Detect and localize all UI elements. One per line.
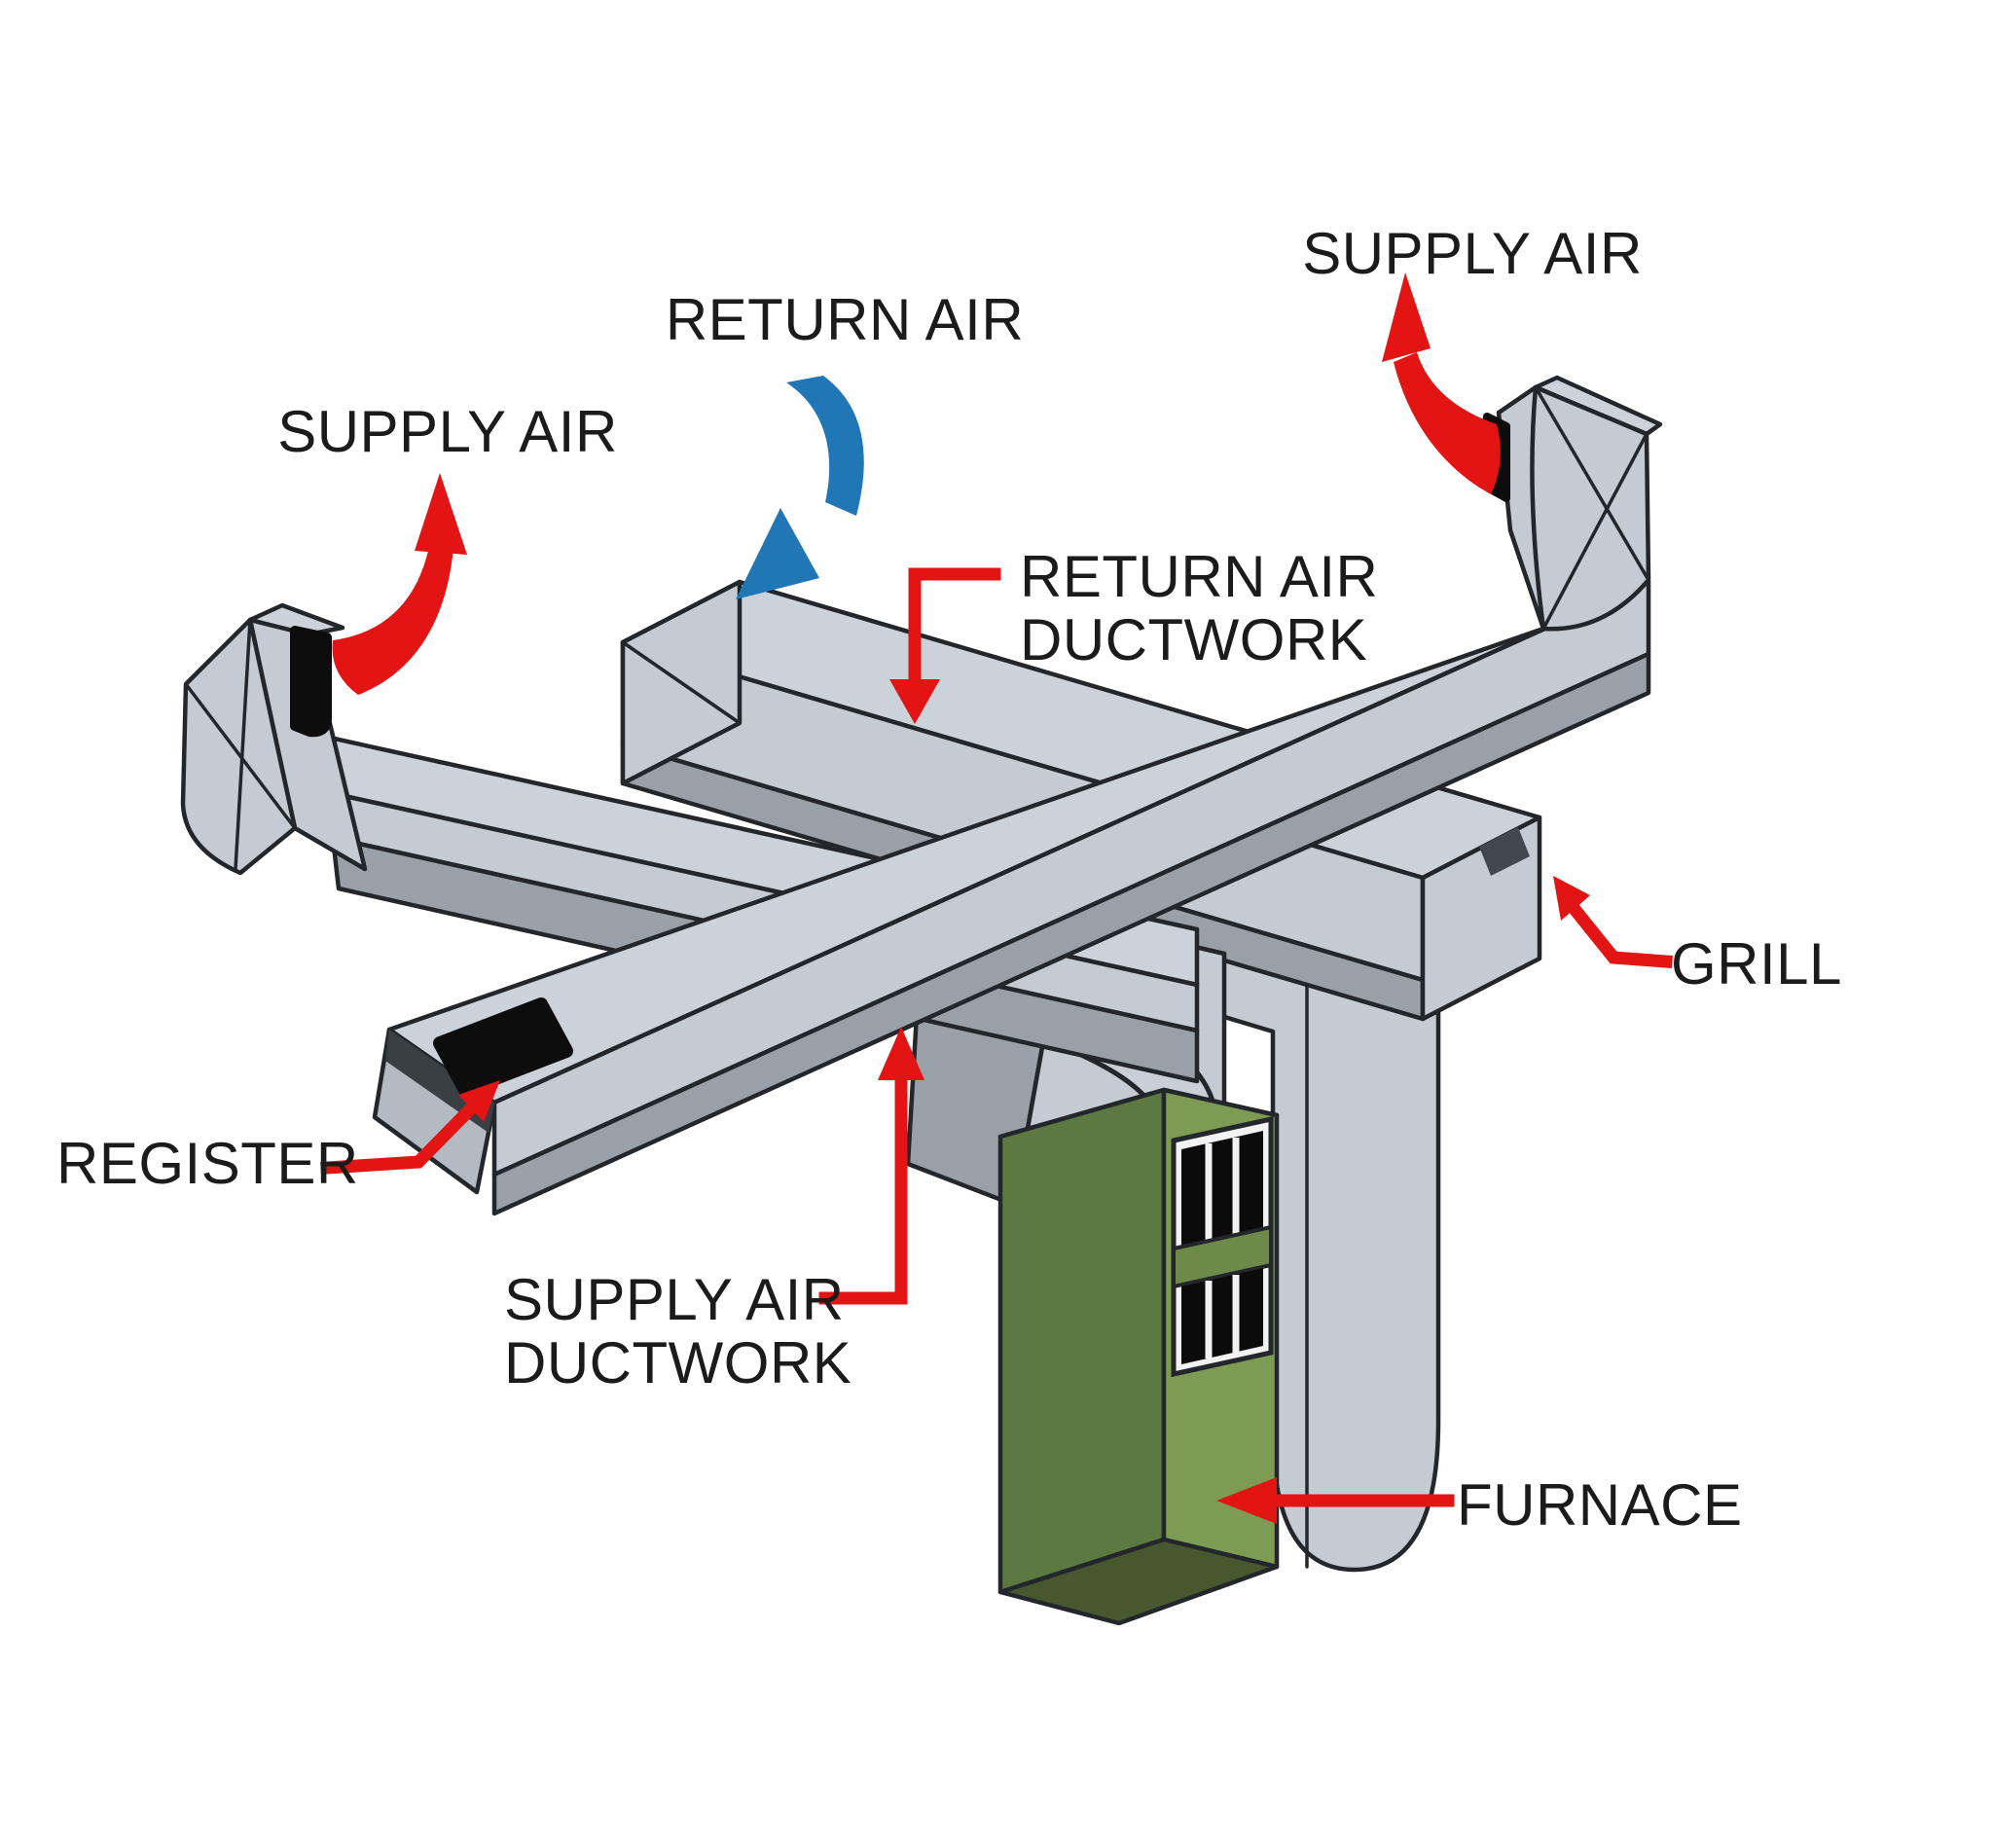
- furnace-callout-head: [1216, 1477, 1277, 1524]
- return-duct-cap-brace: [621, 640, 742, 725]
- return-ductwork-callout-head: [889, 679, 940, 724]
- left-cap-brace-2: [184, 682, 297, 830]
- label-supply-air-ductwork-line1: SUPPLY AIR: [504, 1267, 845, 1332]
- right-supply-elbow: [1480, 375, 1663, 632]
- return-ductwork-callout-line: [908, 567, 1001, 688]
- supply-branch-duct: [372, 579, 1651, 1216]
- label-supply-air-right: SUPPLY AIR: [1302, 221, 1643, 286]
- right-red-swoosh: [1394, 352, 1501, 494]
- label-return-air: RETURN AIR: [666, 287, 1024, 352]
- grill-callout-arrow: [1553, 876, 1673, 968]
- furnace-grille: [1171, 1115, 1274, 1378]
- label-supply-air-left: SUPPLY AIR: [277, 399, 618, 464]
- supply-ductwork-callout-line: [818, 1071, 908, 1305]
- return-air-flow-arrow: [736, 376, 864, 599]
- register-callout-arrow: [320, 1080, 500, 1175]
- grille-divider: [1172, 1224, 1273, 1289]
- supply-air-flow-arrow-right: [1382, 272, 1501, 494]
- grill-callout-line: [1564, 898, 1673, 968]
- register-callout-line: [320, 1099, 481, 1175]
- supply-air-flow-arrow-left: [332, 473, 467, 695]
- left-elbow-top-face: [247, 602, 345, 637]
- branch-duct-underside: [491, 651, 1651, 1216]
- branch-register: [433, 997, 573, 1097]
- supply-air-ductwork-callout-arrow: [818, 1027, 924, 1305]
- furnace: [997, 1087, 1280, 1626]
- right-cap-brace-2: [1541, 432, 1649, 631]
- grille-upper-slots: [1181, 1131, 1263, 1247]
- label-register: REGISTER: [56, 1131, 359, 1196]
- left-red-arrowhead: [415, 473, 467, 555]
- label-grill: GRILL: [1671, 931, 1842, 996]
- label-return-air-ductwork-line1: RETURN AIR: [1020, 544, 1378, 609]
- register-callout-head: [458, 1080, 500, 1122]
- right-cap-brace-1: [1534, 385, 1650, 582]
- right-red-arrowhead: [1382, 272, 1431, 362]
- left-cap-brace-1: [234, 618, 252, 871]
- grill-callout-head: [1553, 876, 1590, 921]
- furnace-left-face: [997, 1087, 1167, 1595]
- supply-ductwork-callout-head: [878, 1027, 924, 1080]
- left-register: [290, 626, 332, 738]
- label-return-air-ductwork-line2: DUCTWORK: [1020, 607, 1367, 672]
- grille-lower-slots: [1181, 1268, 1263, 1364]
- blue-arrowhead: [736, 508, 819, 599]
- grill-end-notch: [1479, 827, 1530, 876]
- left-supply-elbow: [180, 602, 368, 876]
- furnace-bottom-face: [997, 1537, 1280, 1626]
- label-furnace: FURNACE: [1457, 1472, 1743, 1538]
- label-supply-air-ductwork-line2: DUCTWORK: [504, 1330, 852, 1395]
- left-elbow-end-cap: [180, 617, 298, 876]
- left-red-swoosh: [332, 541, 453, 695]
- return-air-ductwork-callout-arrow: [889, 567, 1001, 724]
- furnace-callout-arrow: [1216, 1477, 1455, 1524]
- blue-swoosh: [786, 376, 864, 516]
